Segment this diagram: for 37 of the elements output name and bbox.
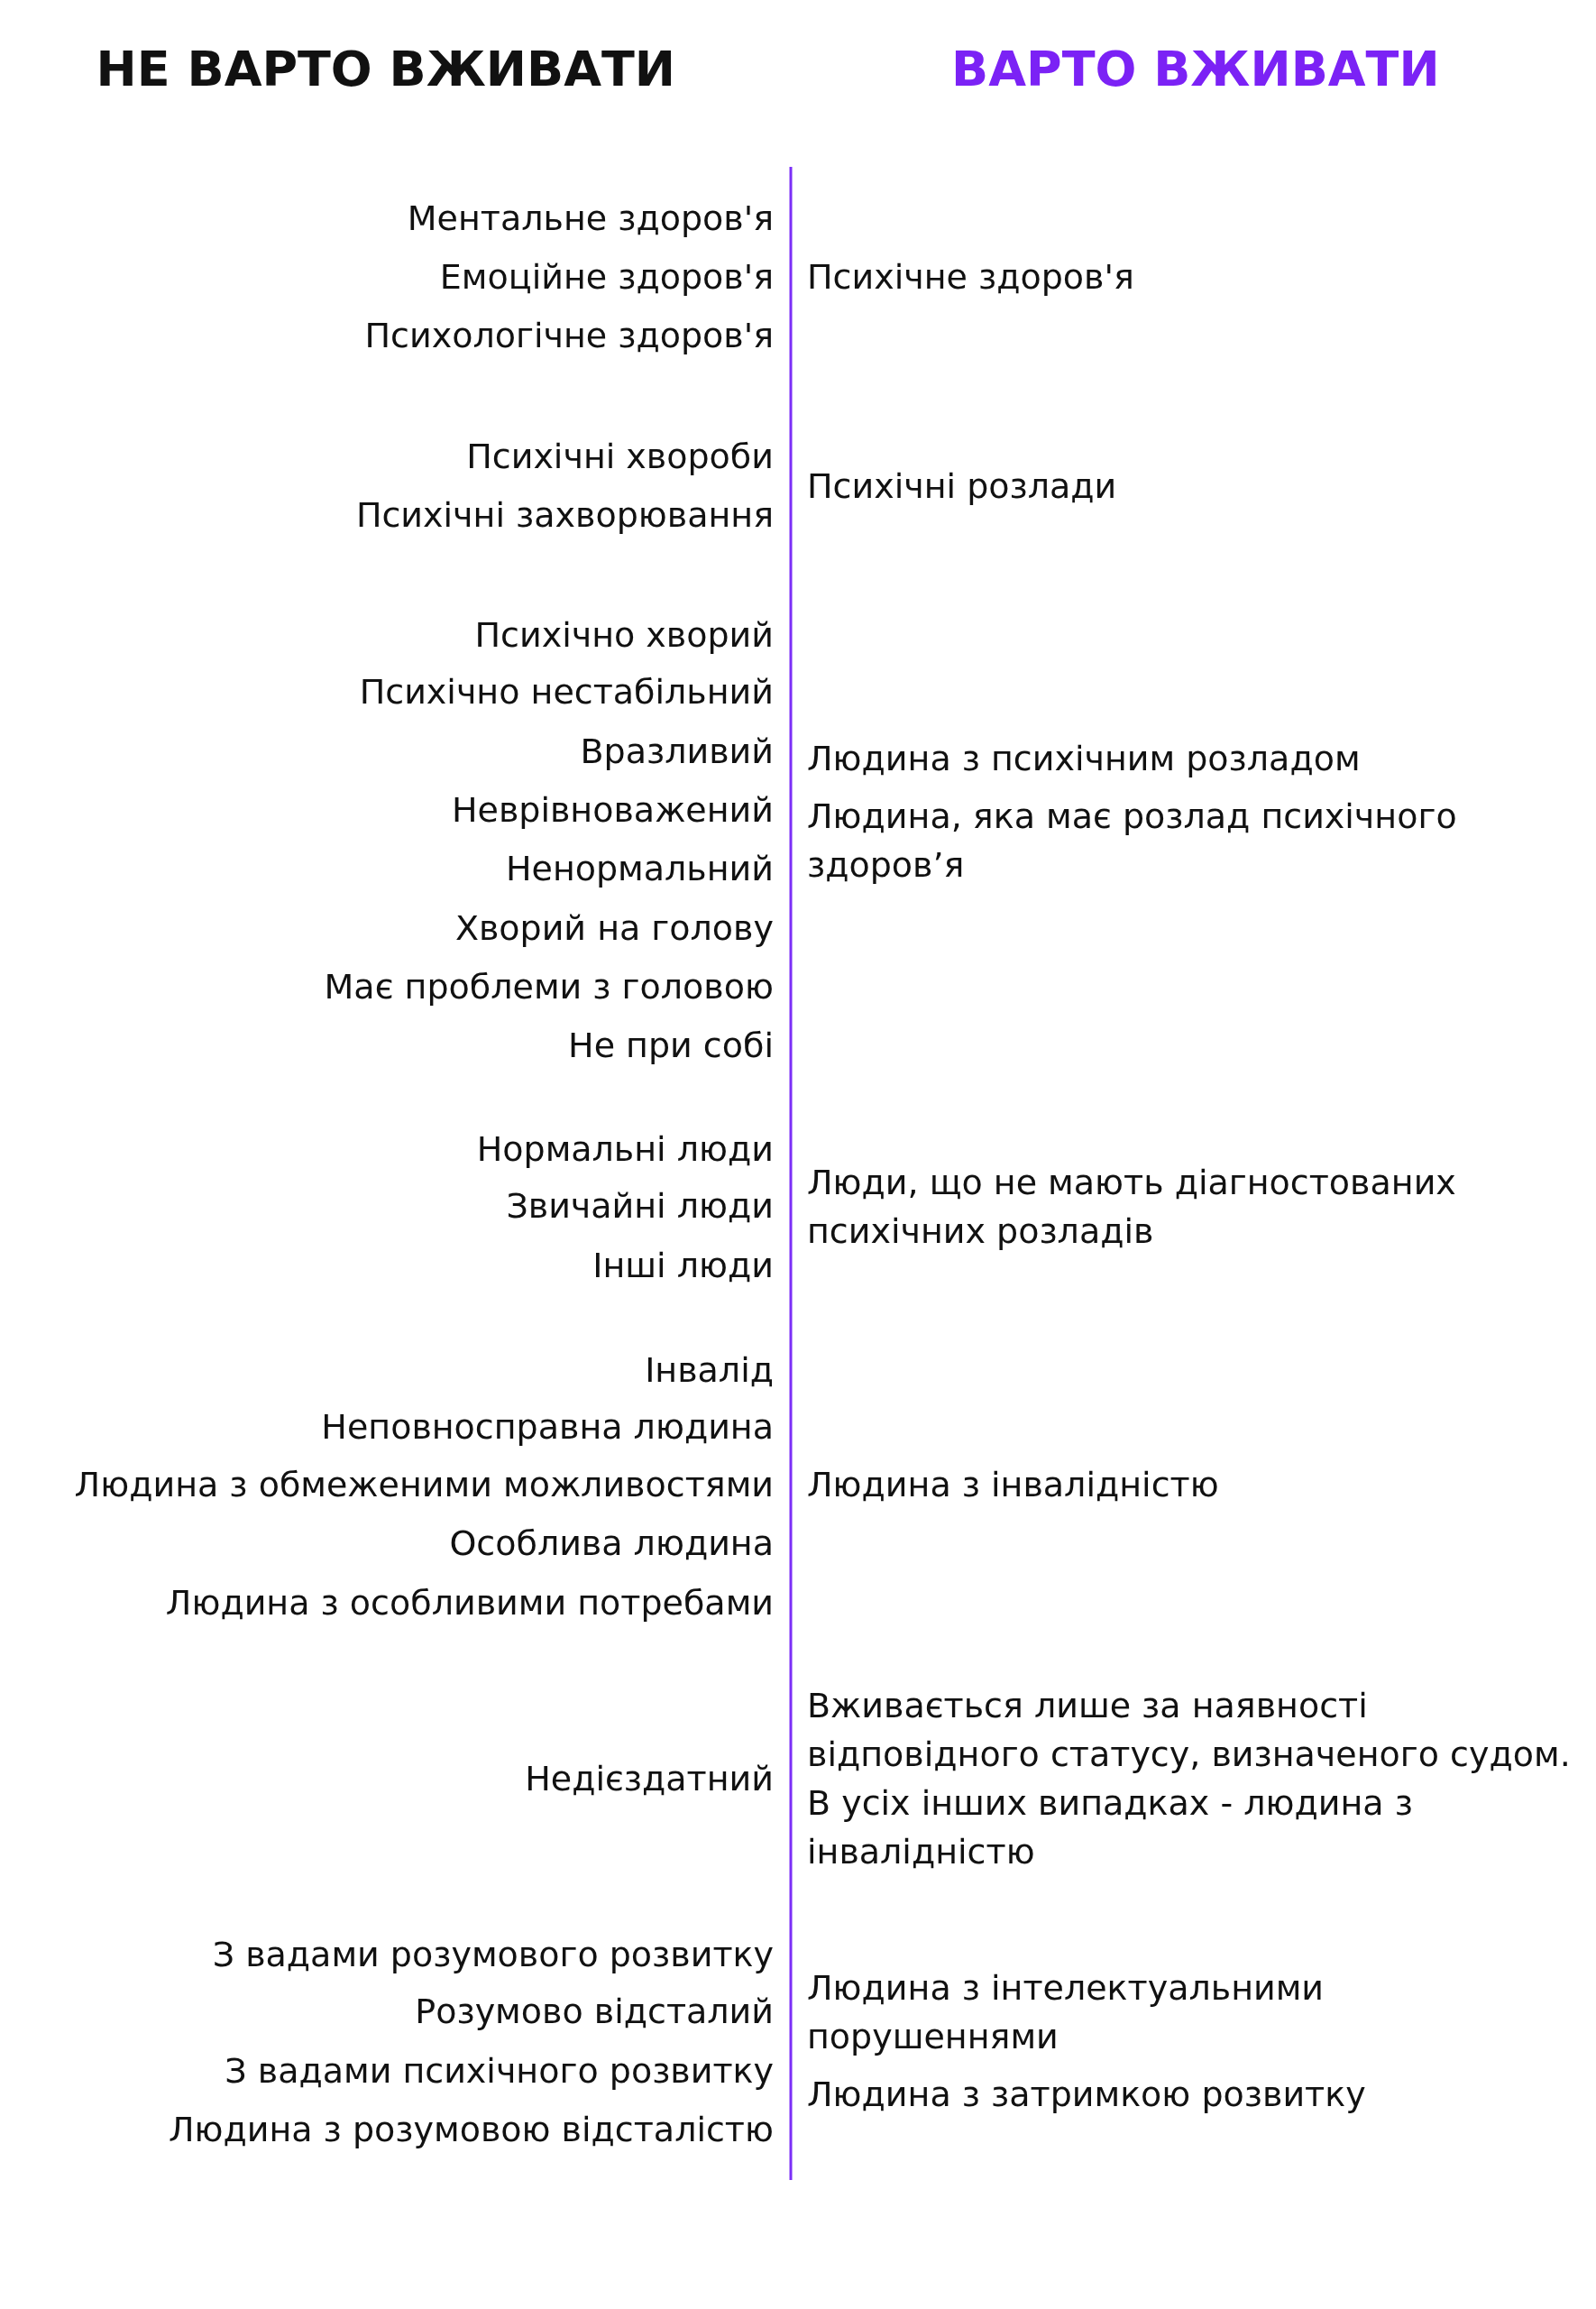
avoid-term: З вадами розумового розвитку [212, 1933, 774, 1976]
avoid-term: Неврівноважений [451, 789, 774, 833]
avoid-term: Інші люди [592, 1244, 774, 1287]
preferred-term: Психічні розлади [807, 465, 1118, 508]
avoid-term: Людина з обмеженими можливостями [74, 1463, 774, 1506]
avoid-term: Психологічне здоров'я [364, 315, 774, 358]
avoid-term: З вадами психічного розвитку [225, 2049, 774, 2093]
avoid-term: Хворий на голову [454, 906, 774, 950]
avoid-term: Ментальне здоров'я [407, 197, 774, 240]
avoid-term: Емоційне здоров'я [439, 255, 774, 299]
preferred-term: Людина з інтелектуальними порушеннями [807, 1967, 1325, 2059]
avoid-term: Людина з особливими потребами [165, 1581, 774, 1624]
avoid-term: Інвалід [645, 1348, 774, 1392]
preferred-term: Люди, що не мають діагностованих психічних розладів [807, 1162, 1457, 1254]
avoid-term: Психічні хвороби [466, 436, 774, 479]
avoid-term: Людина з розумовою відсталістю [168, 2109, 774, 2152]
avoid-term: Не при собі [568, 1025, 774, 1068]
avoid-term: Недієздатний [525, 1758, 774, 1801]
avoid-term: Психічно хворий [474, 613, 774, 657]
preferred-term: Психічне здоров'я [807, 255, 1135, 299]
preferred-term: Вживається лише за наявності відповідного статусу, визначеного судом. В усіх інших випадках - людина з інвалідністю [807, 1684, 1572, 1873]
avoid-term: Нормальні люди [476, 1127, 774, 1171]
avoid-term: Особлива людина [449, 1522, 774, 1566]
preferred-term: Людина, яка має розлад психічного здоров’я [807, 795, 1458, 887]
avoid-term: Розумово відсталий [415, 1991, 774, 2034]
avoid-term: Вразливий [580, 730, 774, 773]
avoid-term: Психічні захворювання [355, 494, 774, 538]
avoid-term: Ненормальний [505, 848, 774, 891]
column-heading: ВАРТО ВЖИВАТИ [951, 39, 1440, 99]
avoid-term: Неповносправна людина [321, 1406, 774, 1449]
preferred-term: Людина з психічним розладом [807, 737, 1362, 780]
column-heading: НЕ ВАРТО ВЖИВАТИ [96, 39, 675, 99]
preferred-term: Людина з інвалідністю [807, 1463, 1220, 1506]
preferred-term: Людина з затримкою розвитку [807, 2073, 1367, 2116]
avoid-term: Психічно нестабільний [359, 671, 774, 714]
avoid-term: Звичайні люди [506, 1185, 774, 1228]
avoid-term: Має проблеми з головою [324, 966, 774, 1008]
